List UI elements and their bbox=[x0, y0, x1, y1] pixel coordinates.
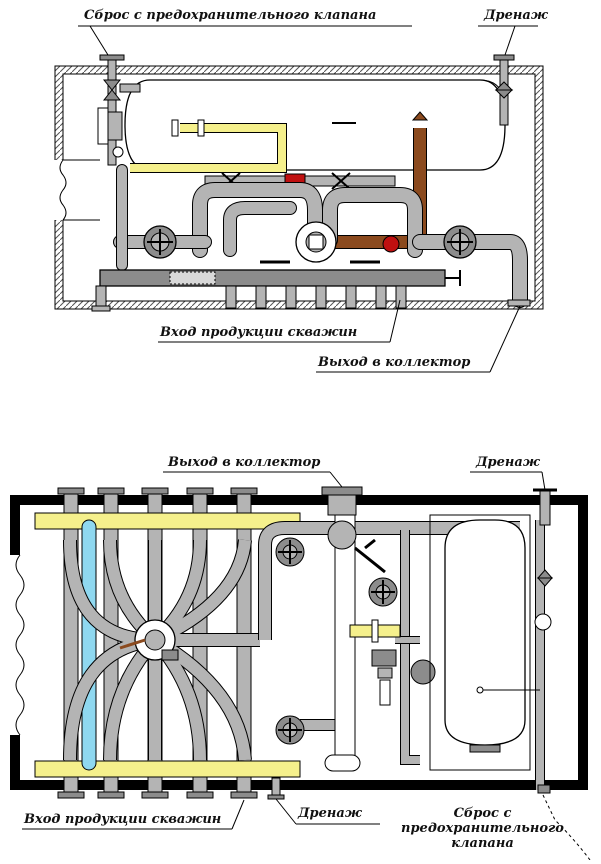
label-relief-valve-bottom: Сброс с предохранительного клапана bbox=[395, 806, 570, 851]
label-well-inlet-top: Вход продукции скважин bbox=[160, 325, 357, 340]
label-relief-valve-line3: клапана bbox=[395, 836, 570, 851]
gate-valve-wheel-lower-bottom bbox=[276, 716, 304, 744]
gate-valve-wheel-right-bottom bbox=[369, 578, 397, 606]
label-relief-valve-line2: предохранительного bbox=[395, 821, 570, 836]
label-relief-valve-top: Сброс с предохранительного клапана bbox=[84, 8, 376, 23]
label-collector-outlet-bottom: Выход в коллектор bbox=[168, 455, 320, 470]
label-drain-top: Дренаж bbox=[484, 8, 548, 23]
top-view bbox=[52, 26, 543, 372]
label-drain-bottom-top: Дренаж bbox=[476, 455, 540, 470]
label-well-inlet-bottom: Вход продукции скважин bbox=[24, 812, 221, 827]
cyan-bypass-pipe bbox=[82, 520, 96, 770]
gate-valve-wheel-upper-bottom bbox=[276, 538, 304, 566]
gate-valve-wheel-right-top bbox=[444, 226, 476, 258]
gate-valve-wheel-left-top bbox=[144, 226, 176, 258]
small-vessel-bottom bbox=[325, 755, 360, 771]
label-relief-valve-line1: Сброс с bbox=[395, 806, 570, 821]
label-drain-bottom: Дренаж bbox=[298, 806, 362, 821]
bottom-view bbox=[5, 472, 590, 860]
label-collector-outlet-top: Выход в коллектор bbox=[318, 355, 470, 370]
